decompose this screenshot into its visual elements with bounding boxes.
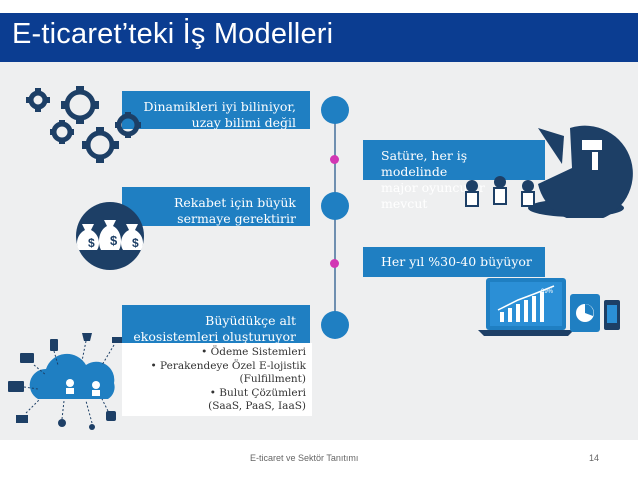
page-number: 14 — [589, 453, 600, 463]
chart-percent-label: 99% — [541, 289, 554, 295]
list-item: • Bulut Çözümleri — [209, 386, 306, 399]
timeline-node-1 — [321, 96, 349, 124]
title-band — [0, 13, 638, 62]
pacman-businessman-icon — [465, 125, 633, 218]
laptop-chart-icon: 99% — [478, 278, 620, 336]
money-symbol: $ — [88, 236, 95, 250]
callout-saturated-line2: major oyuncular mevcut — [381, 180, 485, 211]
callout-dynamics-line1: Dinamikleri iyi biliniyor, — [143, 99, 296, 114]
slide-header: E-ticaret’teki İş Modelleri — [0, 0, 638, 62]
callout-capital-line1: Rekabet için büyük — [174, 195, 296, 210]
list-item: • Ödeme Sistemleri — [201, 346, 306, 358]
slide-title: E-ticaret’teki İş Modelleri — [12, 18, 334, 50]
money-symbol: $ — [132, 236, 139, 250]
list-item: (SaaS, PaaS, IaaS) — [208, 400, 306, 412]
gears-icon — [26, 86, 141, 163]
callout-ecosystem: Büyüdükçe alt ekosistemleri oluşturuyor — [122, 305, 310, 344]
list-item: • Perakendeye Özel E-lojistik — [150, 359, 306, 372]
callout-dynamics-line2: uzay bilimi değil — [191, 115, 296, 130]
money-symbol: $ — [110, 233, 118, 248]
callout-growth-text: Her yıl %30-40 büyüyor — [381, 254, 532, 269]
money-bags-icon: $ $ $ — [76, 202, 144, 270]
callout-capital-line2: sermaye gerektirir — [177, 211, 296, 226]
timeline-dot-1 — [330, 155, 339, 164]
callout-growth: Her yıl %30-40 büyüyor — [363, 247, 545, 277]
list-item: (Fulfillment) — [239, 373, 306, 385]
cloud-ecosystem-icon — [8, 333, 122, 430]
timeline-dot-2 — [330, 259, 339, 268]
timeline-node-2 — [321, 192, 349, 220]
ecosystem-list: • Ödeme Sistemleri • Perakendeye Özel E-… — [122, 343, 312, 416]
timeline-node-3 — [321, 311, 349, 339]
callout-saturated-line1: Satüre, her iş modelinde — [381, 148, 468, 179]
callout-dynamics: Dinamikleri iyi biliniyor, uzay bilimi d… — [122, 91, 310, 130]
callout-ecosystem-line2: ekosistemleri oluşturuyor — [133, 329, 296, 344]
callout-ecosystem-line1: Büyüdükçe alt — [205, 313, 296, 328]
callout-saturated: Satüre, her iş modelinde major oyuncular… — [363, 140, 545, 211]
callout-capital: Rekabet için büyük sermaye gerektirir — [122, 187, 310, 226]
footer-title: E-ticaret ve Sektör Tanıtımı — [250, 453, 359, 463]
